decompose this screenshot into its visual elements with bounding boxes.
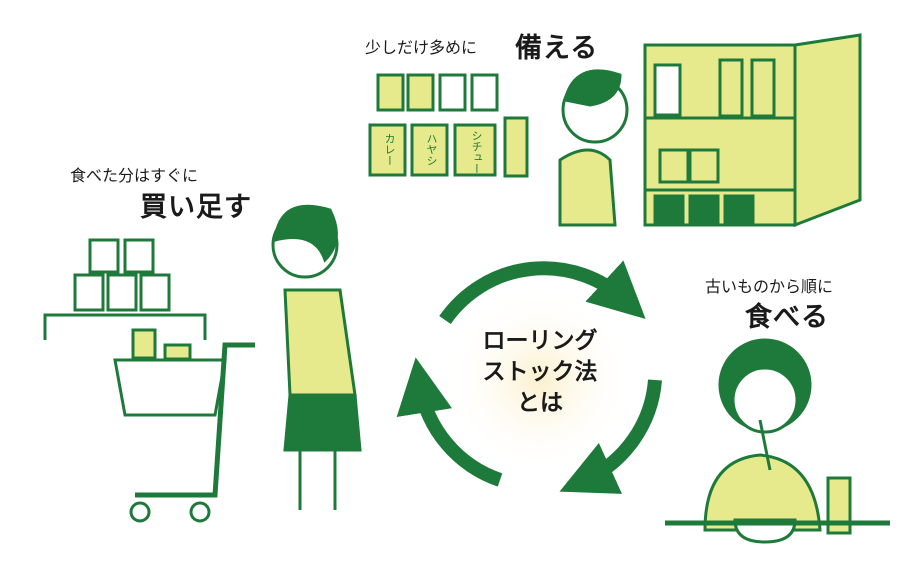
step-restock-title: 買い足す — [140, 192, 252, 223]
center-title-line2: ストック法 — [482, 359, 598, 385]
step-prepare-caption: 少しだけ多めに — [365, 38, 478, 57]
center-title-line3: とは — [517, 390, 563, 416]
cycle-arrows — [396, 260, 662, 494]
center-title: ローリング ストック法 とは — [470, 326, 610, 419]
step-eat-title: 食べる — [745, 302, 829, 333]
arrow-left — [396, 357, 503, 487]
center-glow — [445, 285, 635, 475]
box-label-stew: シチュー — [470, 130, 483, 174]
center-title-line1: ローリング — [482, 328, 598, 354]
arrow-top — [439, 260, 646, 325]
shopping-scene — [43, 204, 362, 523]
step-eat-caption: 古いものから順に — [705, 277, 834, 296]
step-restock-caption: 食べた分はすぐに — [70, 166, 199, 185]
box-label-hayashi: ハヤシ — [425, 133, 438, 166]
eating-scene — [665, 338, 890, 544]
cupboard-scene — [368, 33, 862, 228]
step-prepare-title: 備える — [515, 33, 599, 64]
arrow-right — [559, 379, 662, 494]
box-label-curry: カレー — [383, 133, 396, 166]
